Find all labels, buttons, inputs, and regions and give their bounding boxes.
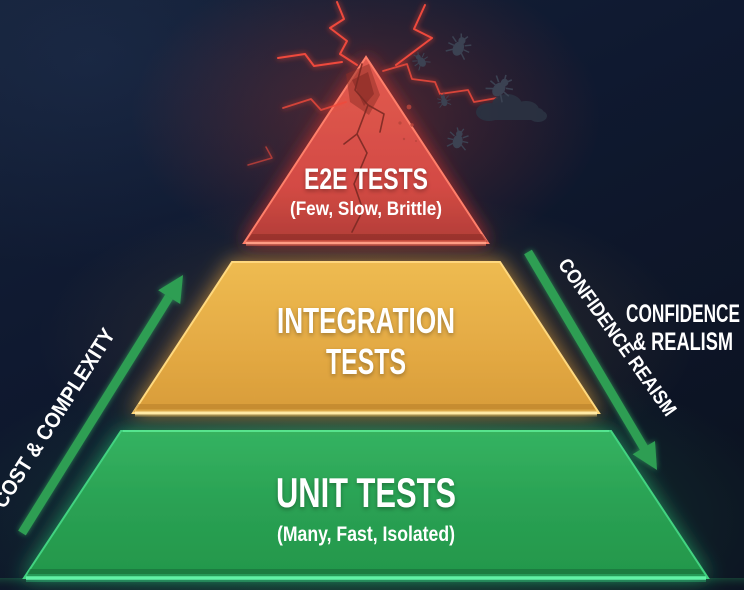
crack-lightning-icon [247, 1, 498, 233]
confidence-realism-caption-line1: CONFIDENCE [626, 300, 740, 328]
cost-arrow-shaft [18, 294, 173, 536]
confidence-arrow-shaft [524, 249, 648, 451]
integration-layer-shape [131, 261, 601, 414]
integration-layer-bevel [133, 404, 597, 412]
e2e-layer: E2E TESTS (Few, Slow, Brittle) [242, 1, 498, 246]
unit-layer-subtitle: (Many, Fast, Isolated) [277, 523, 455, 546]
e2e-layer-label: E2E TESTS [304, 163, 428, 196]
e2e-layer-bevel [246, 234, 488, 242]
arrow-head-icon [632, 441, 657, 470]
unit-layer-label: UNIT TESTS [276, 469, 456, 516]
bugs-decoration [398, 29, 547, 152]
unit-layer: UNIT TESTS (Many, Fast, Isolated) [22, 430, 710, 582]
integration-layer-label-line2: TESTS [326, 341, 406, 382]
confidence-realism-caption-line2: & REALISM [633, 328, 733, 356]
unit-layer-bevel [26, 569, 706, 577]
integration-layer: INTEGRATION TESTS [131, 261, 601, 417]
arrow-head-icon [158, 275, 183, 304]
integration-layer-label-line1: INTEGRATION [277, 300, 455, 341]
background-bottom-strip [0, 578, 744, 590]
e2e-layer-subtitle: (Few, Slow, Brittle) [290, 199, 442, 220]
cloud-icon [476, 94, 547, 122]
debris-dots [398, 104, 417, 142]
